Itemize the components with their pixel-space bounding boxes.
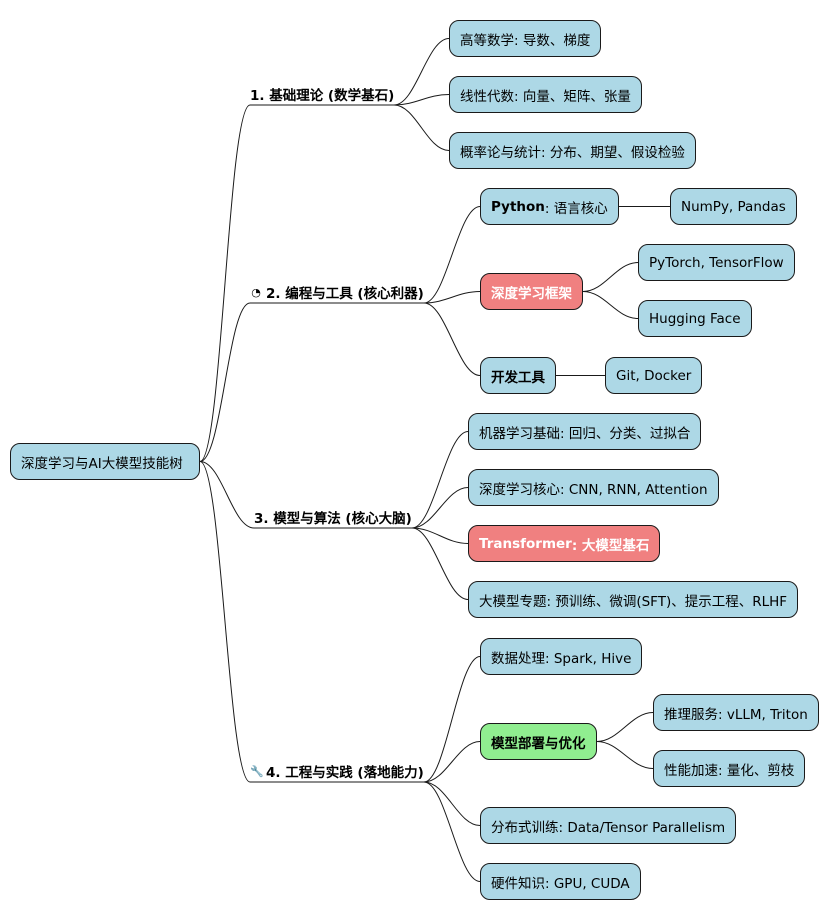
edge-b1-b1c1 bbox=[423, 291, 481, 304]
edge-b1-b1c2 bbox=[423, 302, 481, 376]
edge-b3-b3c2 bbox=[423, 781, 481, 826]
node-bold-label: Python bbox=[491, 198, 545, 215]
leaf-linear-algebra: 线性代数: 向量、矩阵、张量 bbox=[449, 76, 642, 113]
branch-models-algorithms: 3. 模型与算法 (核心大脑) bbox=[254, 506, 412, 528]
edge-b3-b3c0 bbox=[423, 656, 481, 783]
edge-b1c1-b1c1g1 bbox=[582, 291, 639, 319]
edge-root-b0 bbox=[199, 104, 251, 462]
leaf-hardware: 硬件知识: GPU, CUDA bbox=[480, 863, 641, 900]
leaf-inference-serving: 推理服务: vLLM, Triton bbox=[653, 694, 819, 731]
leaf-pytorch-tensorflow: PyTorch, TensorFlow bbox=[638, 244, 795, 281]
node-rest-label: : 大模型基石 bbox=[571, 537, 650, 554]
leaf-hugging-face: Hugging Face bbox=[638, 300, 752, 337]
branch-label: 1. 基础理论 (数学基石) bbox=[250, 88, 395, 104]
edge-b1-b1c0 bbox=[423, 206, 481, 304]
edge-b2-b2c2 bbox=[411, 527, 469, 544]
leaf-distributed-training: 分布式训练: Data/Tensor Parallelism bbox=[480, 807, 737, 844]
edge-b3c1-b3c1g0 bbox=[596, 712, 654, 742]
edge-b1c1-b1c1g0 bbox=[582, 262, 639, 292]
branch-label: 2. 编程与工具 (核心利器) bbox=[266, 286, 424, 302]
leaf-llm-topics: 大模型专题: 预训练、微调(SFT)、提示工程、RLHF bbox=[468, 581, 799, 618]
edge-b0-b0c0 bbox=[393, 38, 450, 106]
edge-b0-b0c1 bbox=[393, 94, 450, 106]
node-rest-label: : 语言核心 bbox=[544, 200, 608, 217]
branch-label: 4. 工程与实践 (落地能力) bbox=[266, 765, 424, 781]
edge-root-b3 bbox=[199, 461, 251, 783]
leaf-probability: 概率论与统计: 分布、期望、假设检验 bbox=[449, 132, 696, 169]
node-deployment-optimization: 模型部署与优化 bbox=[480, 723, 597, 760]
leaf-calculus: 高等数学: 导数、梯度 bbox=[449, 20, 602, 57]
leaf-data-processing: 数据处理: Spark, Hive bbox=[480, 638, 643, 675]
leaf-numpy-pandas: NumPy, Pandas bbox=[670, 188, 797, 225]
edge-b3c1-b3c1g1 bbox=[596, 741, 654, 769]
edge-b3-b3c1 bbox=[423, 741, 481, 783]
node-bold-label: Transformer bbox=[479, 535, 572, 552]
root-node: 深度学习与AI大模型技能树 bbox=[10, 443, 200, 480]
edge-root-b2 bbox=[199, 461, 255, 529]
node-dev-tools: 开发工具 bbox=[480, 357, 556, 394]
node-transformer: Transformer: 大模型基石 bbox=[468, 525, 661, 562]
node-python: Python: 语言核心 bbox=[480, 188, 619, 225]
node-dl-frameworks: 深度学习框架 bbox=[480, 273, 583, 310]
branch-label: 3. 模型与算法 (核心大脑) bbox=[254, 511, 412, 527]
branch-programming-tools: ◔ 2. 编程与工具 (核心利器) bbox=[250, 281, 424, 303]
edge-b2-b2c3 bbox=[411, 527, 469, 600]
leaf-git-docker: Git, Docker bbox=[605, 357, 703, 394]
edge-b0-b0c2 bbox=[393, 104, 450, 151]
wrench-icon: 🔧 bbox=[250, 764, 264, 778]
edge-b3-b3c3 bbox=[423, 781, 481, 882]
edge-b2-b2c1 bbox=[411, 487, 469, 529]
branch-engineering-practice: 🔧 4. 工程与实践 (落地能力) bbox=[250, 760, 424, 782]
leaf-performance-acceleration: 性能加速: 量化、剪枝 bbox=[653, 750, 806, 787]
edge-b2-b2c0 bbox=[411, 431, 469, 529]
leaf-dl-core: 深度学习核心: CNN, RNN, Attention bbox=[468, 469, 719, 506]
gear-icon: ◔ bbox=[251, 285, 261, 299]
branch-foundations: 1. 基础理论 (数学基石) bbox=[250, 83, 394, 105]
edge-root-b1 bbox=[199, 302, 251, 462]
leaf-ml-basics: 机器学习基础: 回归、分类、过拟合 bbox=[468, 413, 702, 450]
